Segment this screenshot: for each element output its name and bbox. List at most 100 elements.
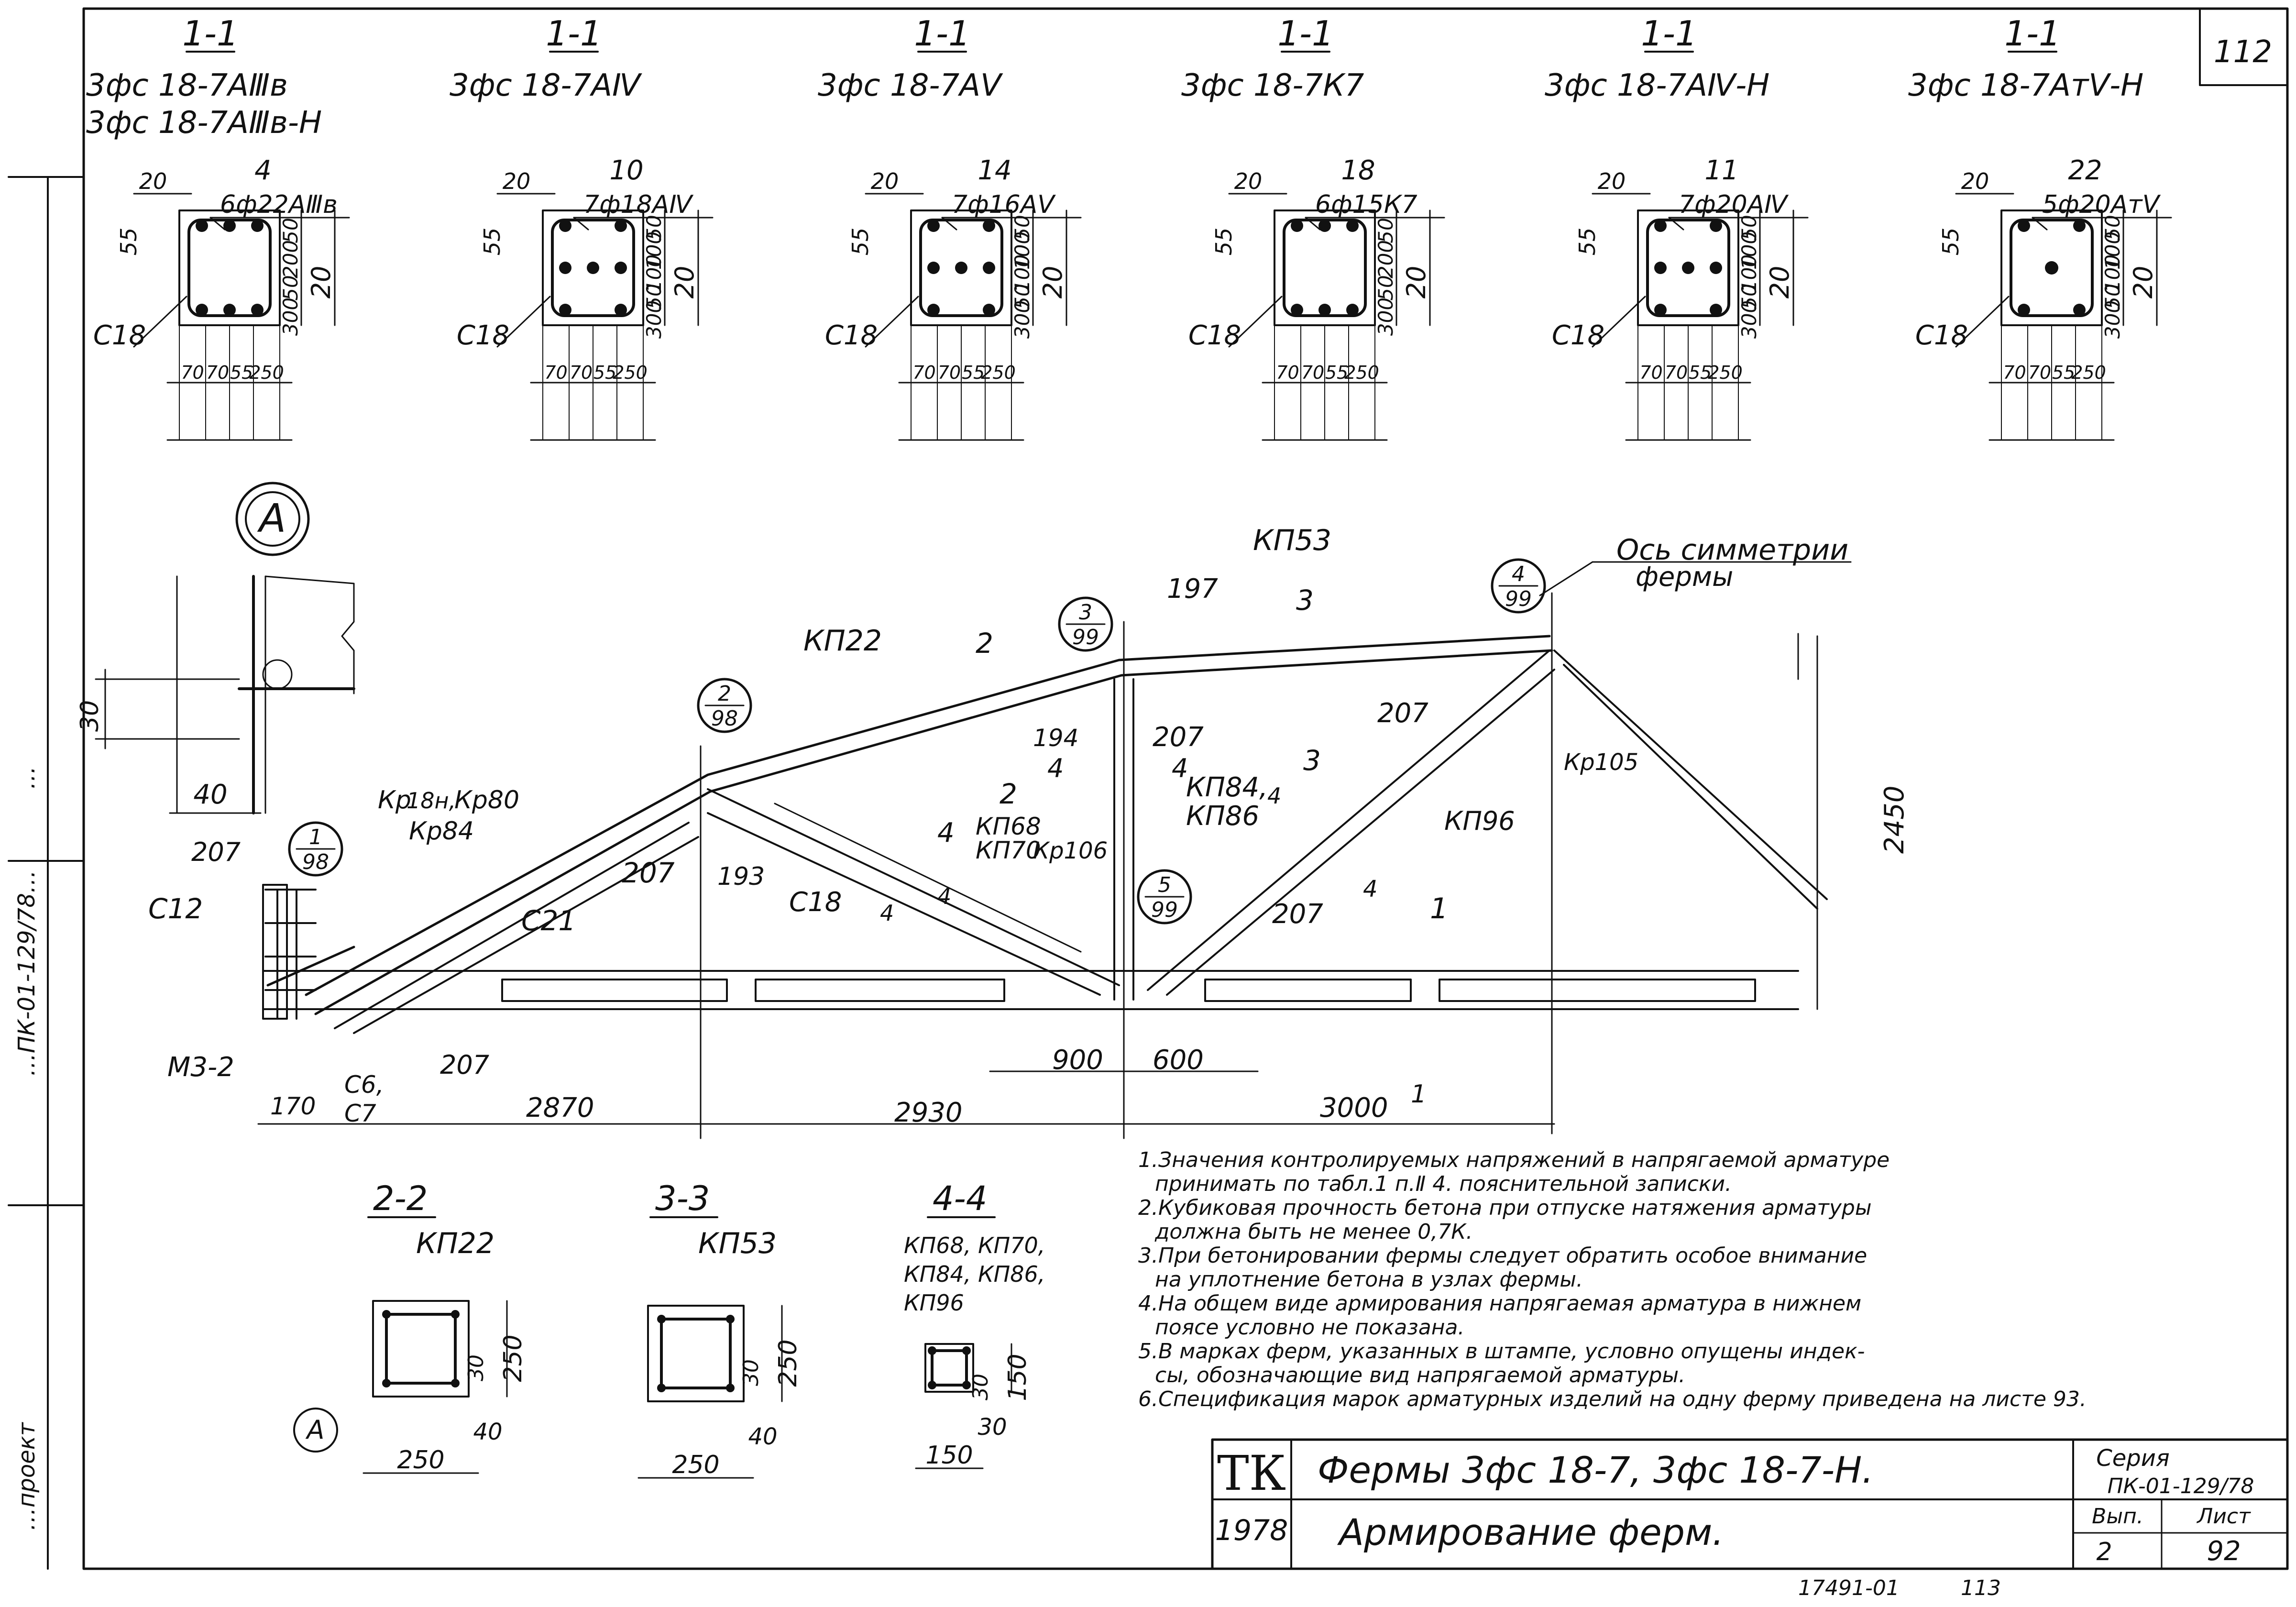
- truss-label: 3: [1296, 584, 1314, 616]
- note-line: поясе условно не показана.: [1155, 1315, 1464, 1340]
- truss-label: 1: [1411, 1080, 1427, 1109]
- section-cut-label: 1-1: [2004, 13, 2061, 54]
- stirrup-label: С18: [457, 320, 509, 351]
- small-dim-c: 30: [978, 1414, 1007, 1441]
- stirrup-label: С18: [1188, 320, 1241, 351]
- sheet-label: Лист: [2196, 1504, 2251, 1529]
- bar-position: 14: [978, 155, 1011, 186]
- truss-label: 207: [440, 1050, 489, 1080]
- small-section-mark: КП84, КП86,: [904, 1261, 1045, 1287]
- bar-spec: 6ф15К7: [1315, 190, 1417, 219]
- ref-denominator: 98: [302, 850, 329, 874]
- height-dim: 20: [670, 266, 700, 299]
- small-dim-a: 30: [968, 1374, 993, 1400]
- cover-dim-top: 20: [1961, 168, 1989, 194]
- vertical-dim: 300: [1374, 297, 1397, 336]
- note-line: 2.Кубиковая прочность бетона при отпуске…: [1138, 1196, 1872, 1220]
- bar-position: 10: [609, 155, 643, 186]
- note-line: сы, обозначающие вид напрягаемой арматур…: [1155, 1363, 1685, 1387]
- horizontal-dim: 250: [1344, 362, 1379, 383]
- rebar-pattern: [1291, 220, 1359, 316]
- truss-label: С12: [148, 892, 203, 925]
- cover-dim-side: 55: [479, 228, 505, 256]
- detail-dim-30: 30: [76, 700, 104, 732]
- drawing-title: Фермы 3фс 18-7, 3фс 18-7-Н.: [1318, 1449, 1874, 1491]
- truss-label: 2: [1000, 778, 1017, 810]
- small-dim-c: 40: [748, 1423, 777, 1450]
- small-section-mark: КП22: [416, 1227, 494, 1260]
- note-line: 4.На общем виде армирования напрягаемая …: [1138, 1291, 1861, 1316]
- side-label-2: …ПК-01-129/78…: [13, 870, 40, 1076]
- truss-label: 207: [1153, 722, 1204, 753]
- truss-label: 2: [976, 627, 993, 660]
- small-section-mark: КП53: [698, 1227, 777, 1260]
- truss-label: 2450: [1879, 785, 1910, 854]
- horizontal-dim: 70: [2028, 362, 2051, 383]
- stirrup: [1283, 219, 1367, 317]
- height-dim: 20: [306, 266, 336, 299]
- truss-label: Кр80: [454, 786, 519, 815]
- drawing-subtitle: Армирование ферм.: [1337, 1511, 1724, 1553]
- small-dim-b: 150: [1003, 1354, 1032, 1401]
- ref-numerator: 2: [718, 682, 731, 706]
- org-logo: ТК: [1217, 1445, 1286, 1501]
- ref-denominator: 99: [1505, 587, 1532, 611]
- stirrup: [919, 219, 1003, 317]
- truss-label: фермы: [1636, 561, 1733, 593]
- note-line: 6.Спецификация марок арматурных изделий …: [1138, 1387, 2087, 1411]
- horizontal-dim: 250: [1708, 362, 1743, 383]
- section-mark: 3фс 18-7АⅣ-Н: [1545, 68, 1769, 103]
- small-section-cut: 3-3: [655, 1179, 710, 1218]
- issue-value: 2: [2096, 1538, 2112, 1566]
- truss-view: [257, 561, 1852, 1139]
- ref-denominator: 99: [1151, 898, 1178, 922]
- vertical-dim: 300: [1011, 300, 1034, 339]
- cover-dim-side: 55: [116, 228, 142, 256]
- note-line: 5.В марках ферм, указанных в штампе, усл…: [1138, 1339, 1865, 1364]
- truss-label: С6,: [344, 1071, 384, 1099]
- truss-label: 3000: [1320, 1092, 1388, 1123]
- horizontal-dim: 70: [2003, 362, 2026, 383]
- truss-label: 207: [1377, 698, 1428, 729]
- vertical-dim: 50: [279, 275, 302, 300]
- vertical-dim: 100: [1011, 254, 1034, 293]
- small-dim-b: 250: [499, 1334, 527, 1382]
- horizontal-dim: 70: [1301, 362, 1324, 383]
- small-dim-a: 30: [464, 1354, 488, 1381]
- stirrup: [551, 219, 635, 317]
- section-cut-label: 1-1: [1277, 13, 1334, 54]
- truss-label: КП86: [1186, 801, 1259, 832]
- section-mark: 3фс 18-7К7: [1181, 68, 1364, 103]
- section-cut-label: 1-1: [546, 13, 602, 54]
- note-line: должна быть не менее 0,7К.: [1154, 1220, 1472, 1244]
- horizontal-dim: 250: [249, 362, 284, 383]
- cover-dim-top: 20: [1234, 168, 1263, 194]
- small-section-mark: КП96: [904, 1290, 964, 1316]
- stirrup: [187, 219, 272, 317]
- title-block: ТК 1978 Фермы 3фс 18-7, 3фс 18-7-Н. Арми…: [1211, 1438, 2289, 1570]
- vertical-dim: 50: [2101, 284, 2124, 309]
- small-section-cut: 2-2: [373, 1179, 428, 1218]
- truss-label: 18н,: [406, 788, 456, 814]
- series-label: Серия: [2096, 1445, 2170, 1472]
- ref-numerator: 1: [309, 825, 322, 849]
- bar-position: 22: [2068, 155, 2102, 186]
- small-dim-d: 150: [925, 1441, 973, 1470]
- vertical-dim: 300: [279, 297, 302, 336]
- node-ref-4: 198: [288, 821, 343, 877]
- rebar-pattern: [2018, 220, 2086, 316]
- detail-a: A 30 40: [76, 482, 355, 815]
- height-dim: 20: [1765, 266, 1795, 299]
- node-ref-2: 399: [1058, 596, 1113, 652]
- vertical-dim: 50: [1737, 215, 1761, 240]
- note-line: 1.Значения контролируемых напряжений в н…: [1138, 1148, 1890, 1172]
- truss-label: 4: [1267, 783, 1281, 809]
- ref-denominator: 98: [711, 706, 738, 731]
